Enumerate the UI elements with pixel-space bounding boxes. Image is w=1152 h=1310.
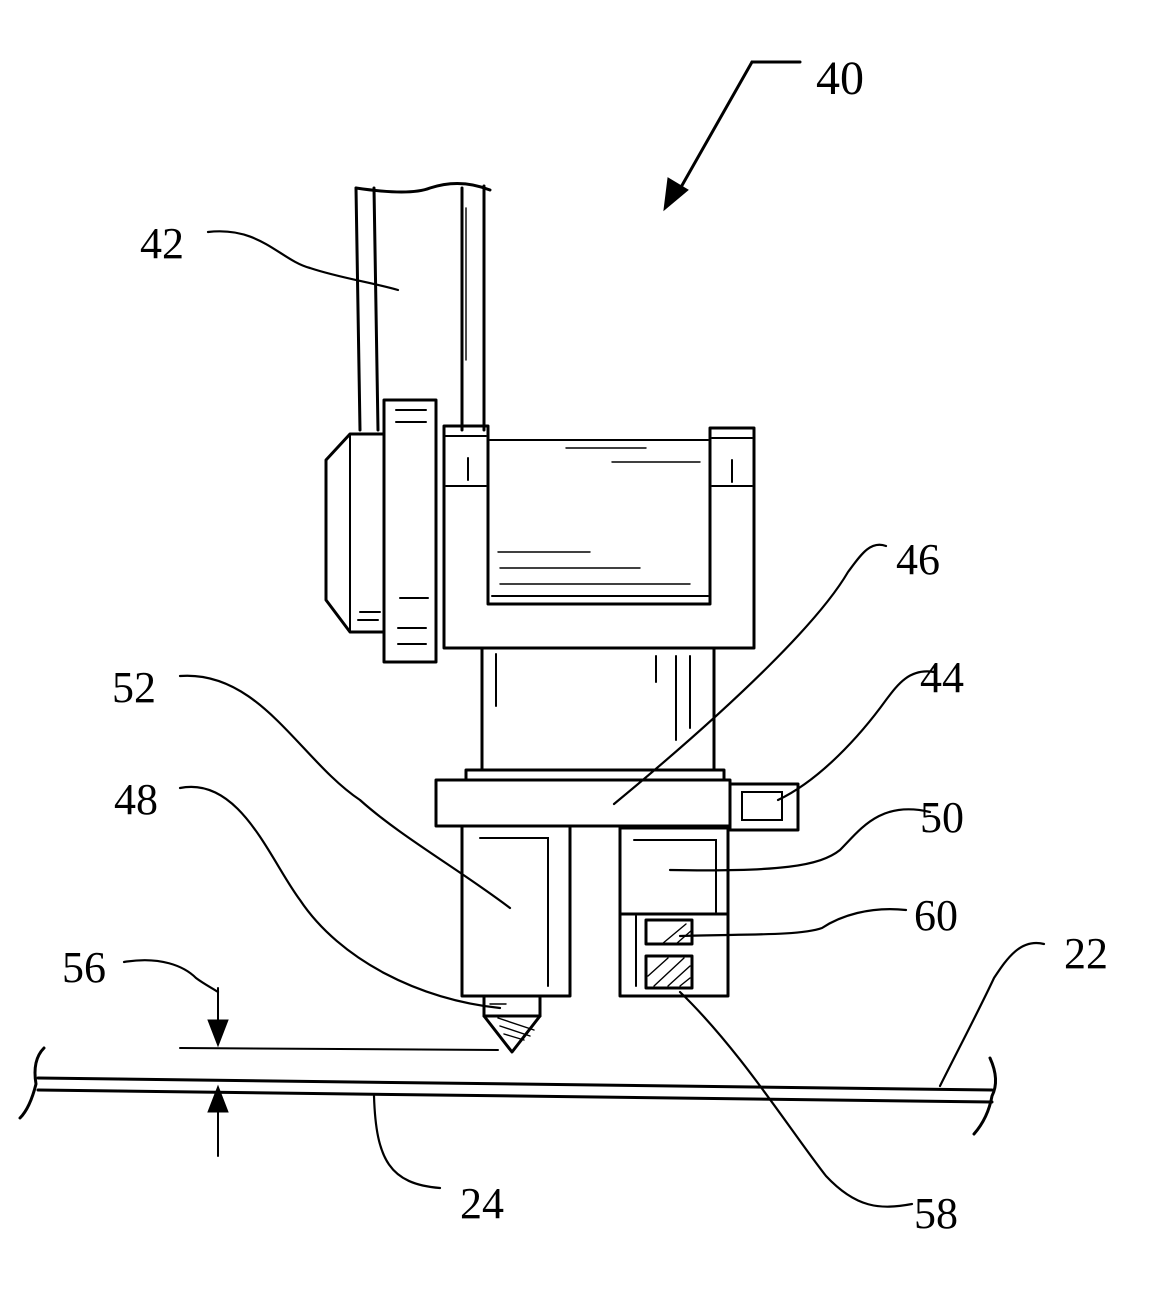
support-post bbox=[354, 182, 492, 432]
label-58: 58 bbox=[914, 1189, 958, 1238]
leader-46 bbox=[612, 543, 888, 806]
marking-head bbox=[460, 824, 572, 998]
side-block bbox=[728, 782, 800, 832]
mounting-plate bbox=[434, 778, 732, 828]
label-52: 52 bbox=[112, 663, 156, 712]
sensor-window-lower bbox=[644, 954, 694, 990]
label-44: 44 bbox=[920, 653, 964, 702]
leader-48 bbox=[178, 785, 502, 1010]
label-48: 48 bbox=[114, 775, 158, 824]
spindle-body bbox=[464, 646, 726, 782]
leader-56 bbox=[122, 959, 220, 994]
leader-24 bbox=[372, 1094, 442, 1190]
leader-44 bbox=[776, 670, 936, 802]
label-50: 50 bbox=[920, 793, 964, 842]
marking-tip bbox=[482, 994, 542, 1054]
leader-22 bbox=[938, 941, 1046, 1088]
clamp-collar bbox=[324, 398, 438, 664]
leader-60 bbox=[678, 908, 908, 938]
assembly-pointer-arrow bbox=[663, 60, 802, 212]
leader-52 bbox=[178, 674, 512, 910]
u-bracket bbox=[442, 424, 756, 650]
sensor-housing bbox=[618, 826, 730, 998]
label-42: 42 bbox=[140, 219, 184, 268]
leader-lines bbox=[122, 230, 1046, 1208]
label-40: 40 bbox=[816, 52, 864, 105]
label-22: 22 bbox=[1064, 929, 1108, 978]
standoff-dimension bbox=[179, 987, 499, 1157]
label-60: 60 bbox=[914, 891, 958, 940]
label-46: 46 bbox=[896, 535, 940, 584]
label-24: 24 bbox=[460, 1179, 504, 1228]
workpiece-surface bbox=[18, 1046, 997, 1136]
leader-50 bbox=[668, 808, 932, 872]
leader-58 bbox=[678, 990, 914, 1208]
sensor-window-upper bbox=[644, 918, 694, 946]
leader-42 bbox=[206, 230, 400, 292]
label-56: 56 bbox=[62, 943, 106, 992]
